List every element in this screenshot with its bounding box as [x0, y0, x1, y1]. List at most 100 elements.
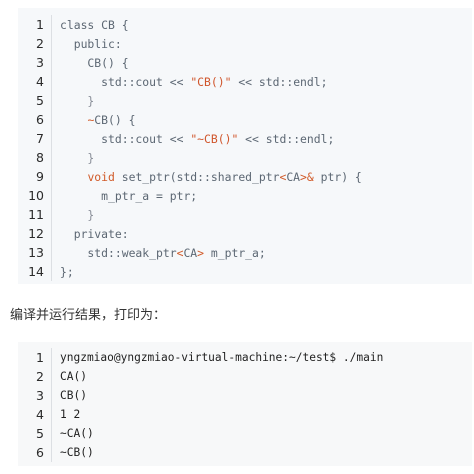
- code-line: 8 }: [18, 148, 472, 167]
- gutter-divider: [51, 224, 52, 243]
- gutter-divider: [51, 205, 52, 224]
- code-text: public:: [60, 37, 122, 51]
- result-caption: 编译并运行结果，打印为：: [10, 308, 167, 323]
- code-token: >: [197, 245, 205, 260]
- line-number: 5: [36, 426, 44, 441]
- code-line: 2 public:: [18, 34, 472, 53]
- code-line: 5 }: [18, 91, 472, 110]
- code-line: 14};: [18, 262, 472, 281]
- gutter-divider: [51, 53, 52, 72]
- gutter-divider: [51, 91, 52, 110]
- code-token: ~CA(): [60, 427, 94, 440]
- code-token: };: [60, 264, 74, 279]
- code-text: }: [60, 208, 94, 222]
- code-text: void set_ptr(std::shared_ptr<CA>& ptr) {: [60, 169, 362, 184]
- gutter-divider: [51, 15, 52, 34]
- line-number: 3: [36, 55, 44, 70]
- code-text: std::cout << "CB()" << std::endl;: [60, 75, 327, 89]
- code-token: }: [60, 150, 95, 165]
- gutter-divider: [51, 148, 52, 167]
- code-token: yngzmiao@yngzmiao-virtual-machine:~/test…: [60, 351, 384, 364]
- gutter-divider: [51, 367, 52, 386]
- line-number: 5: [36, 93, 44, 108]
- code-token: <: [176, 245, 184, 260]
- code-text: ~CA(): [60, 427, 94, 440]
- code-token: ~CB(): [60, 446, 94, 459]
- code-text: }: [60, 94, 94, 108]
- code-token: private:: [60, 226, 129, 241]
- code-line: 9 void set_ptr(std::shared_ptr<CA>& ptr)…: [18, 167, 472, 186]
- code-token: CA: [286, 169, 301, 184]
- gutter-divider: [51, 424, 52, 443]
- code-line: 5 ~CA(): [18, 424, 472, 443]
- code-line: 10 m_ptr_a = ptr;: [18, 186, 472, 205]
- code-text: std::weak_ptr<CA> m_ptr_a;: [60, 245, 266, 260]
- gutter-divider: [51, 167, 52, 186]
- code-token: std::weak_ptr: [60, 245, 177, 260]
- code-token: << std::endl;: [238, 131, 335, 146]
- line-number: 12: [28, 226, 44, 241]
- line-number: 6: [36, 445, 44, 460]
- code-text: CB(): [60, 389, 87, 402]
- gutter-divider: [51, 386, 52, 405]
- line-number: 2: [36, 36, 44, 51]
- gutter-divider: [51, 243, 52, 262]
- line-number: 1: [36, 350, 44, 365]
- code-token: "~CB()": [190, 131, 239, 146]
- code-text: CA(): [60, 370, 87, 383]
- gutter-divider: [51, 405, 52, 424]
- line-number: 11: [28, 207, 44, 222]
- code-token: "CB()": [190, 74, 232, 89]
- line-number: 8: [36, 150, 44, 165]
- code-text: };: [60, 265, 74, 279]
- code-token: void: [87, 169, 115, 184]
- code-token: CA(): [60, 370, 87, 383]
- code-token: CB(): [60, 389, 87, 402]
- gutter-divider: [51, 186, 52, 205]
- gutter-divider: [51, 34, 52, 53]
- code-text: class CB {: [60, 18, 129, 32]
- code-token: set_ptr(std::shared_ptr: [114, 169, 280, 184]
- gutter-divider: [51, 262, 52, 281]
- code-line: 3 CB() {: [18, 53, 472, 72]
- line-number: 6: [36, 112, 44, 127]
- code-token: }: [60, 93, 95, 108]
- code-token: std::cout <<: [60, 74, 191, 89]
- gutter-divider: [51, 129, 52, 148]
- code-line: 7 std::cout << "~CB()" << std::endl;: [18, 129, 472, 148]
- line-number: 3: [36, 388, 44, 403]
- code-token: >&: [300, 169, 314, 184]
- code-text: 1 2: [60, 408, 80, 421]
- code-text: m_ptr_a = ptr;: [60, 189, 197, 203]
- code-token: ptr) {: [313, 169, 362, 184]
- gutter-divider: [51, 443, 52, 462]
- code-line: 3 CB(): [18, 386, 472, 405]
- code-line: 1 yngzmiao@yngzmiao-virtual-machine:~/tes…: [18, 348, 472, 367]
- code-text: ~CB(): [60, 446, 94, 459]
- code-token: [60, 113, 87, 127]
- code-line: 4 1 2: [18, 405, 472, 424]
- code-token: m_ptr_a;: [204, 245, 266, 260]
- code-line: 6 ~CB(): [18, 443, 472, 462]
- code-token: class CB {: [60, 17, 129, 32]
- code-token: CA: [183, 245, 198, 260]
- code-line: 4 std::cout << "CB()" << std::endl;: [18, 72, 472, 91]
- code-line: 11 }: [18, 205, 472, 224]
- gutter-divider: [51, 348, 52, 367]
- line-number: 4: [36, 407, 44, 422]
- code-token: std::cout <<: [60, 131, 191, 146]
- code-text: std::cout << "~CB()" << std::endl;: [60, 132, 334, 146]
- code-text: yngzmiao@yngzmiao-virtual-machine:~/test…: [60, 351, 383, 364]
- code-text: CB() {: [60, 56, 128, 70]
- code-token: }: [60, 207, 95, 222]
- line-number: 9: [36, 169, 44, 184]
- code-token: public:: [60, 36, 122, 51]
- line-number: 14: [28, 264, 44, 279]
- line-number: 4: [36, 74, 44, 89]
- code-token: [60, 170, 87, 184]
- code-block-output[interactable]: 1 yngzmiao@yngzmiao-virtual-machine:~/tes…: [18, 342, 472, 466]
- code-line: 6 ~CB() {: [18, 110, 472, 129]
- gutter-divider: [51, 72, 52, 91]
